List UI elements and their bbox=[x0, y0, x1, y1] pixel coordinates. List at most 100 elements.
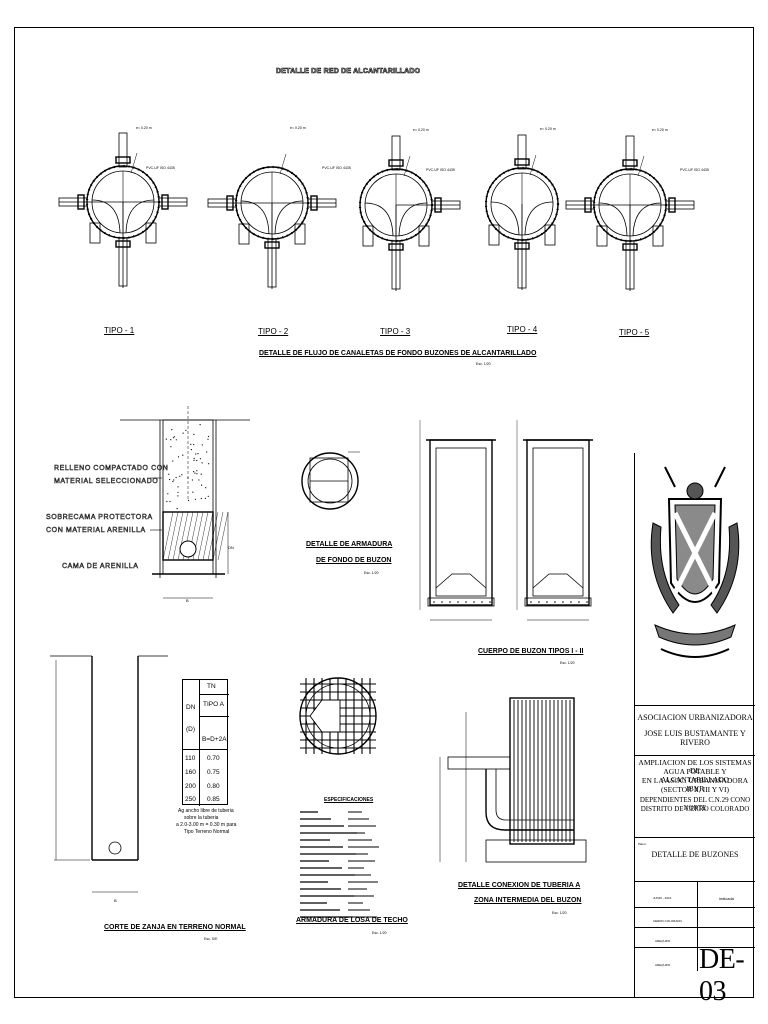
table-row-b: 0.80 bbox=[207, 783, 220, 790]
base-dot bbox=[546, 601, 548, 603]
base-dot bbox=[578, 601, 580, 603]
fill-dot bbox=[172, 481, 173, 482]
conexion-caption-1: DETALLE CONEXION DE TUBERIA A bbox=[458, 882, 580, 889]
base-dot bbox=[457, 601, 459, 603]
fill-dot bbox=[168, 474, 169, 475]
fill-dot bbox=[192, 492, 193, 493]
fill-dot bbox=[196, 460, 197, 461]
fill-dot bbox=[194, 458, 195, 459]
buzon-bench bbox=[533, 574, 583, 588]
fill-dot bbox=[170, 446, 171, 447]
row-fecha: JUNIO - 2016 indicada bbox=[635, 881, 755, 907]
fill-dot bbox=[202, 462, 203, 463]
relleno-label-line1: RELLENO COMPACTADO CON bbox=[54, 465, 168, 472]
fill-dot bbox=[200, 458, 201, 459]
specs-title: ESPECIFICACIONES bbox=[324, 797, 373, 803]
zanja-dn-label: DN bbox=[228, 545, 234, 550]
cuerpo-scale: Esc. 1/20 bbox=[560, 661, 575, 665]
table-row-b: 0.75 bbox=[207, 769, 220, 776]
base-dot bbox=[481, 601, 483, 603]
hatch-line bbox=[198, 512, 208, 560]
fill-dot bbox=[173, 479, 174, 480]
fill-dot bbox=[205, 498, 206, 499]
table-row-dn: 110 bbox=[185, 755, 195, 762]
base-dot bbox=[449, 601, 451, 603]
fill-dot bbox=[195, 453, 196, 454]
hatch-line bbox=[203, 512, 213, 560]
corte-b-label: B bbox=[114, 898, 117, 903]
organization-cell: ASOCIACION URBANIZADORA JOSE LUIS BUSTAM… bbox=[635, 705, 755, 755]
fill-dot bbox=[176, 477, 177, 478]
zanja-b-label: B bbox=[186, 598, 189, 603]
fill-dot bbox=[181, 474, 182, 475]
base-dot bbox=[538, 601, 540, 603]
fill-dot bbox=[197, 453, 198, 454]
pipe-section bbox=[109, 842, 121, 854]
fill-dot bbox=[198, 479, 199, 480]
conexion-pipe bbox=[448, 757, 510, 769]
table-header-top: TN bbox=[207, 683, 216, 690]
fill-dot bbox=[167, 493, 168, 494]
fill-dot bbox=[182, 455, 183, 456]
fill-dot bbox=[196, 470, 197, 471]
fill-dot bbox=[183, 433, 184, 434]
crest bbox=[687, 483, 703, 499]
escala-value: indicada bbox=[719, 896, 734, 901]
fill-dot bbox=[177, 508, 178, 509]
corte-note-3: a 2.0-3.00 m = 0.30 m para bbox=[176, 822, 236, 828]
table-row-dn: 160 bbox=[185, 769, 196, 776]
fill-dot bbox=[194, 473, 195, 474]
corte-zanja-scale: Esc. S/E bbox=[204, 937, 217, 941]
base-dot bbox=[530, 601, 532, 603]
fill-dot bbox=[177, 486, 178, 487]
conexion-caption-2: ZONA INTERMEDIA DEL BUZON bbox=[474, 897, 581, 904]
fill-dot bbox=[191, 449, 192, 450]
fill-dot bbox=[177, 492, 178, 493]
hatch-line bbox=[163, 512, 173, 560]
relleno-label-line2: MATERIAL SELECCIONADO bbox=[54, 478, 158, 485]
corte-note-2: sobre la tuberia bbox=[184, 815, 218, 821]
ribbon-base bbox=[661, 649, 729, 657]
fill-dot bbox=[176, 439, 177, 440]
conexion-scale: Esc. 1/20 bbox=[552, 911, 567, 915]
base-dot bbox=[489, 601, 491, 603]
base-dot bbox=[465, 601, 467, 603]
losa-techo-scale: Esc. 1/20 bbox=[372, 931, 387, 935]
fill-dot bbox=[202, 444, 203, 445]
armadura-fondo-caption-2: DE FONDO DE BUZON bbox=[316, 557, 391, 564]
fill-dot bbox=[201, 474, 202, 475]
base-dot bbox=[554, 601, 556, 603]
fill-dot bbox=[173, 437, 174, 438]
fecha-value: JUNIO - 2016 bbox=[653, 896, 671, 900]
fill-dot bbox=[208, 463, 209, 464]
armadura-fondo-scale: Esc. 1/20 bbox=[364, 571, 379, 575]
fill-dot bbox=[177, 495, 178, 496]
table-row-b: 0.70 bbox=[207, 755, 220, 762]
fill-dot bbox=[195, 499, 196, 500]
table-row-b: 0.85 bbox=[207, 796, 220, 803]
cuerpo-caption: CUERPO DE BUZON TIPOS I - II bbox=[478, 648, 583, 655]
fill-dot bbox=[178, 456, 179, 457]
fill-dot bbox=[193, 460, 194, 461]
fill-dot bbox=[179, 476, 180, 477]
cama-label: CAMA DE ARENILLA bbox=[62, 563, 139, 570]
buzon-bench bbox=[436, 574, 486, 588]
fill-dot bbox=[207, 439, 208, 440]
fill-dot bbox=[174, 436, 175, 437]
title-block: ASOCIACION URBANIZADORA JOSE LUIS BUSTAM… bbox=[634, 453, 754, 998]
project-line: (SECTOR II, III Y VI) bbox=[635, 786, 755, 794]
fill-dot bbox=[171, 429, 172, 430]
table-col2-sub: B=D+2A bbox=[202, 736, 227, 743]
base-dot bbox=[441, 601, 443, 603]
plano-label: Plano: bbox=[638, 842, 647, 846]
table-col2-header: TIPO A bbox=[203, 701, 224, 708]
provincia-value: AREQUIPA bbox=[655, 939, 670, 943]
fill-dot bbox=[206, 451, 207, 452]
table-row-dn: 200 bbox=[185, 783, 196, 790]
fill-dot bbox=[192, 479, 193, 480]
corte-zanja-caption: CORTE DE ZANJA EN TERRENO NORMAL bbox=[104, 924, 246, 931]
plano-cell: Plano: DETALLE DE BUZONES bbox=[635, 837, 755, 881]
base-dot bbox=[433, 601, 435, 603]
table-col1-header: DN bbox=[186, 704, 195, 711]
plano-value: DETALLE DE BUZONES bbox=[635, 850, 755, 859]
